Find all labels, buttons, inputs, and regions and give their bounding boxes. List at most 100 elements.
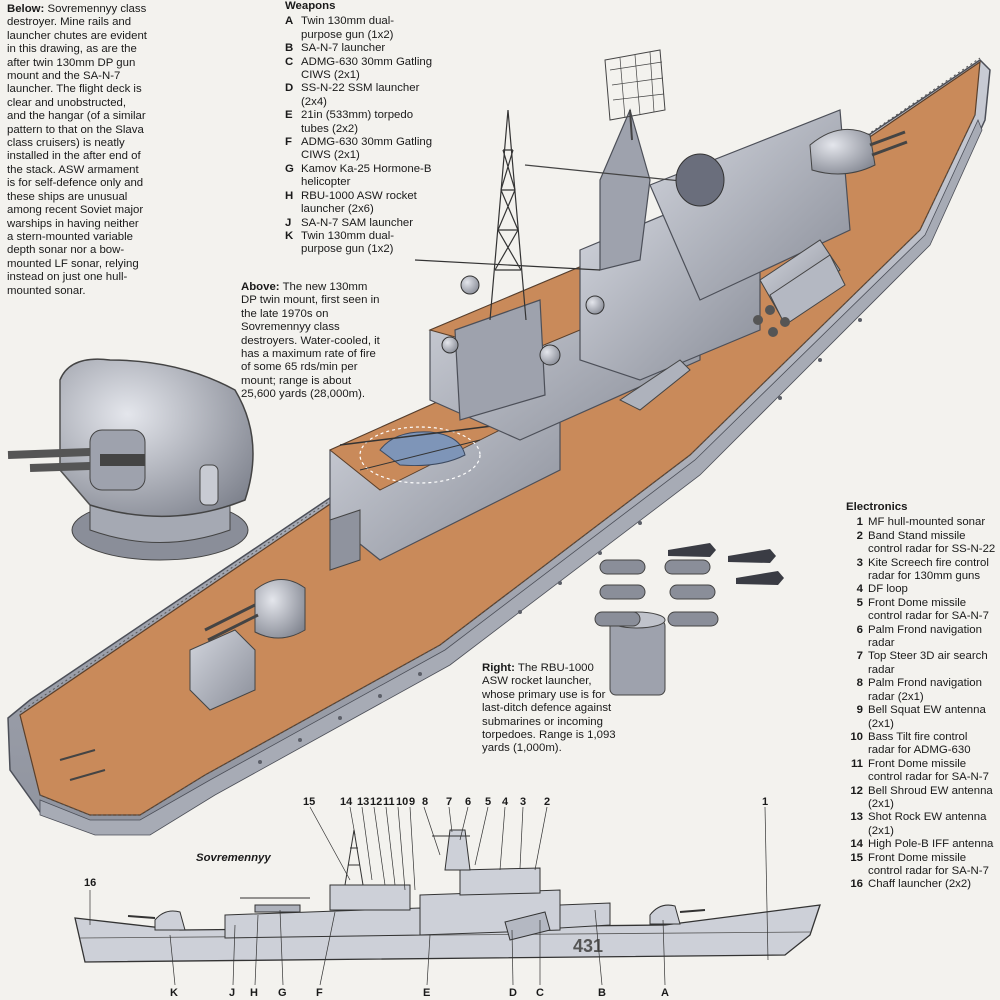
profile-label: K [170, 987, 178, 999]
legend-key: 15 [850, 851, 863, 864]
caption-above-text: The new 130mm DP twin mount, first seen … [241, 281, 380, 401]
legend-text: SS-N-22 SSM launcher (2x4) [301, 82, 420, 108]
profile-label: E [423, 987, 430, 999]
legend-key: 6 [856, 623, 863, 636]
profile-bottom-labels: K J H G F E D C B A [170, 987, 669, 999]
legend-key: 11 [850, 757, 863, 770]
legend-key: J [285, 216, 292, 229]
profile-label: D [509, 987, 517, 999]
legend-text: Palm Frond navigation radar [868, 623, 982, 650]
legend-key: 7 [856, 650, 863, 663]
profile-label: B [598, 987, 606, 999]
legend-item: C ADMG-630 30mm Gatling CIWS (2x1) [285, 56, 435, 83]
legend-text: Kite Screech fire control radar for 130m… [868, 556, 989, 583]
caption-right-lead: Right: [482, 662, 515, 674]
legend-text: Band Stand missile control radar for SS-… [868, 529, 996, 556]
profile-label: F [316, 987, 323, 999]
caption-below-lead: Below: [7, 3, 45, 15]
legend-key: 1 [856, 516, 863, 529]
legend-text: Twin 130mm dual-purpose gun (1x2) [301, 15, 395, 41]
profile-label: 1 [762, 796, 768, 808]
weapons-title: Weapons [285, 0, 336, 12]
profile-label: 2 [544, 796, 550, 808]
legend-text: High Pole-B IFF antenna [868, 838, 994, 851]
legend-text: Palm Frond navigation radar (2x1) [868, 677, 982, 703]
legend-item: D SS-N-22 SSM launcher (2x4) [285, 82, 435, 109]
legend-key: G [285, 162, 294, 175]
profile-label: 8 [422, 796, 428, 808]
legend-key: H [285, 189, 294, 202]
legend-text: ADMG-630 30mm Gatling CIWS (2x1) [301, 55, 433, 82]
legend-key: 8 [856, 677, 863, 690]
legend-text: Front Dome missile control radar for SA-… [868, 596, 989, 623]
legend-item: 6 Palm Frond navigation radar [846, 624, 996, 651]
profile-label: 15 [303, 796, 315, 808]
legend-key: 4 [856, 583, 863, 596]
caption-below: Below: Sovremennyy class destroyer. Mine… [7, 3, 147, 298]
profile-label: 5 [485, 796, 491, 808]
profile-label: 10 [396, 796, 408, 808]
rbu-1000-detail [594, 543, 784, 696]
profile-view: 431 [74, 806, 821, 986]
legend-key: 16 [850, 878, 863, 891]
caption-right: Right: The RBU-1000 ASW rocket launcher,… [482, 662, 622, 756]
legend-key: E [285, 109, 293, 122]
lattice-mast [414, 109, 601, 321]
cutaway-ship [7, 49, 991, 836]
hull-number: 431 [573, 936, 603, 956]
profile-label: 7 [446, 796, 452, 808]
legend-text: Bass Tilt fire control radar for ADMG-63… [868, 730, 971, 757]
legend-item: G Kamov Ka-25 Hormone-B helicopter [285, 163, 435, 190]
legend-text: Front Dome missile control radar for SA-… [868, 757, 989, 784]
legend-text: SA-N-7 launcher [301, 42, 386, 55]
legend-text: Bell Squat EW antenna (2x1) [868, 704, 986, 730]
legend-item: 8 Palm Frond navigation radar (2x1) [846, 677, 996, 704]
legend-text: RBU-1000 ASW rocket launcher (2x6) [301, 189, 417, 216]
legend-key: D [285, 82, 294, 95]
legend-item: 7 Top Steer 3D air search radar [846, 650, 996, 677]
twin-gun-mount-detail [7, 358, 254, 561]
profile-top-labels: 15 14 13 12 11 10 9 8 7 6 5 4 3 2 1 16 [84, 796, 768, 889]
legend-text: Kamov Ka-25 Hormone-B helicopter [301, 162, 432, 189]
legend-text: 21in (533mm) torpedo tubes (2x2) [301, 109, 414, 135]
profile-label: 6 [465, 796, 471, 808]
profile-label: 3 [520, 796, 526, 808]
legend-key: 12 [850, 784, 863, 797]
legend-key: C [285, 55, 294, 68]
legend-text: Shot Rock EW antenna (2x1) [868, 811, 987, 837]
caption-above-lead: Above: [241, 281, 280, 293]
profile-label: H [250, 987, 258, 999]
legend-text: Top Steer 3D air search radar [868, 650, 988, 676]
legend-text: Chaff launcher (2x2) [868, 878, 971, 891]
legend-key: 9 [856, 704, 863, 717]
legend-item: E 21in (533mm) torpedo tubes (2x2) [285, 109, 435, 136]
profile-label: J [229, 987, 235, 999]
caption-below-text: Sovremennyy class destroyer. Mine rails … [7, 3, 147, 297]
legend-key: 10 [850, 730, 863, 743]
profile-label: 13 [357, 796, 369, 808]
legend-key: 2 [856, 529, 863, 542]
legend-key: A [285, 15, 294, 28]
legend-item: 16 Chaff launcher (2x2) [846, 878, 996, 891]
legend-item: 2 Band Stand missile control radar for SS… [846, 530, 996, 557]
caption-right-text: The RBU-1000 ASW rocket launcher, whose … [482, 662, 616, 755]
weapons-legend: Weapons A Twin 130mm dual-purpose gun (1x… [285, 0, 435, 257]
legend-item: B SA-N-7 launcher [285, 42, 435, 55]
profile-label: 12 [370, 796, 382, 808]
legend-key: B [285, 42, 294, 55]
caption-above: Above: The new 130mm DP twin mount, firs… [241, 281, 381, 402]
electronics-title: Electronics [846, 501, 908, 513]
profile-label: G [278, 987, 287, 999]
profile-label: 9 [409, 796, 415, 808]
legend-item: 9 Bell Squat EW antenna (2x1) [846, 704, 996, 731]
